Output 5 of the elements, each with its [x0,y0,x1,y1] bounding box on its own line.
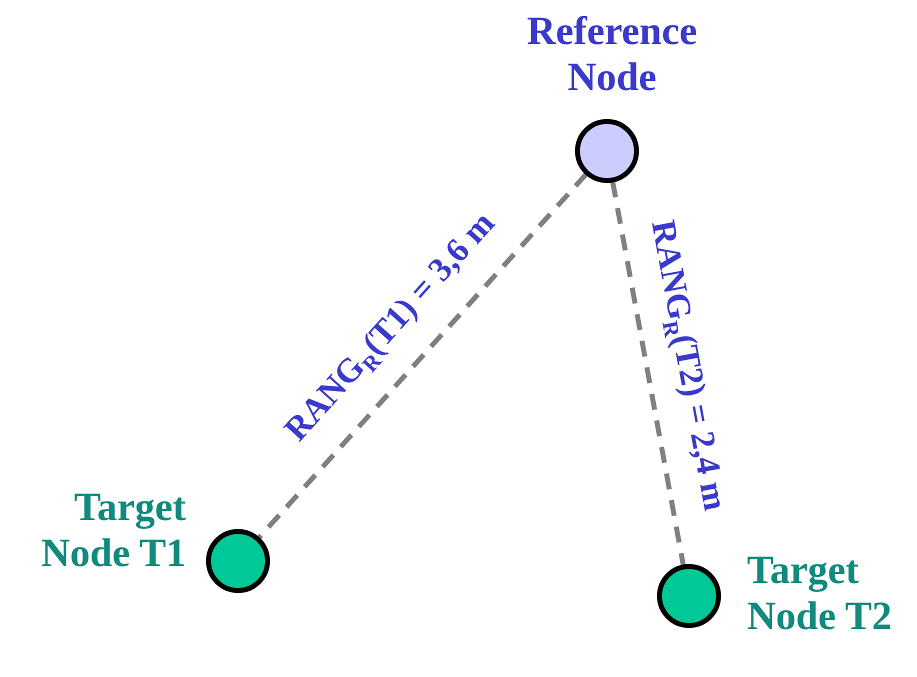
dashed-line [256,172,588,540]
dashed-line [610,181,686,566]
node-label: Target Node T1 [40,484,186,576]
node-label: Target Node T2 [747,547,893,639]
node-label: Reference Node [526,8,698,100]
